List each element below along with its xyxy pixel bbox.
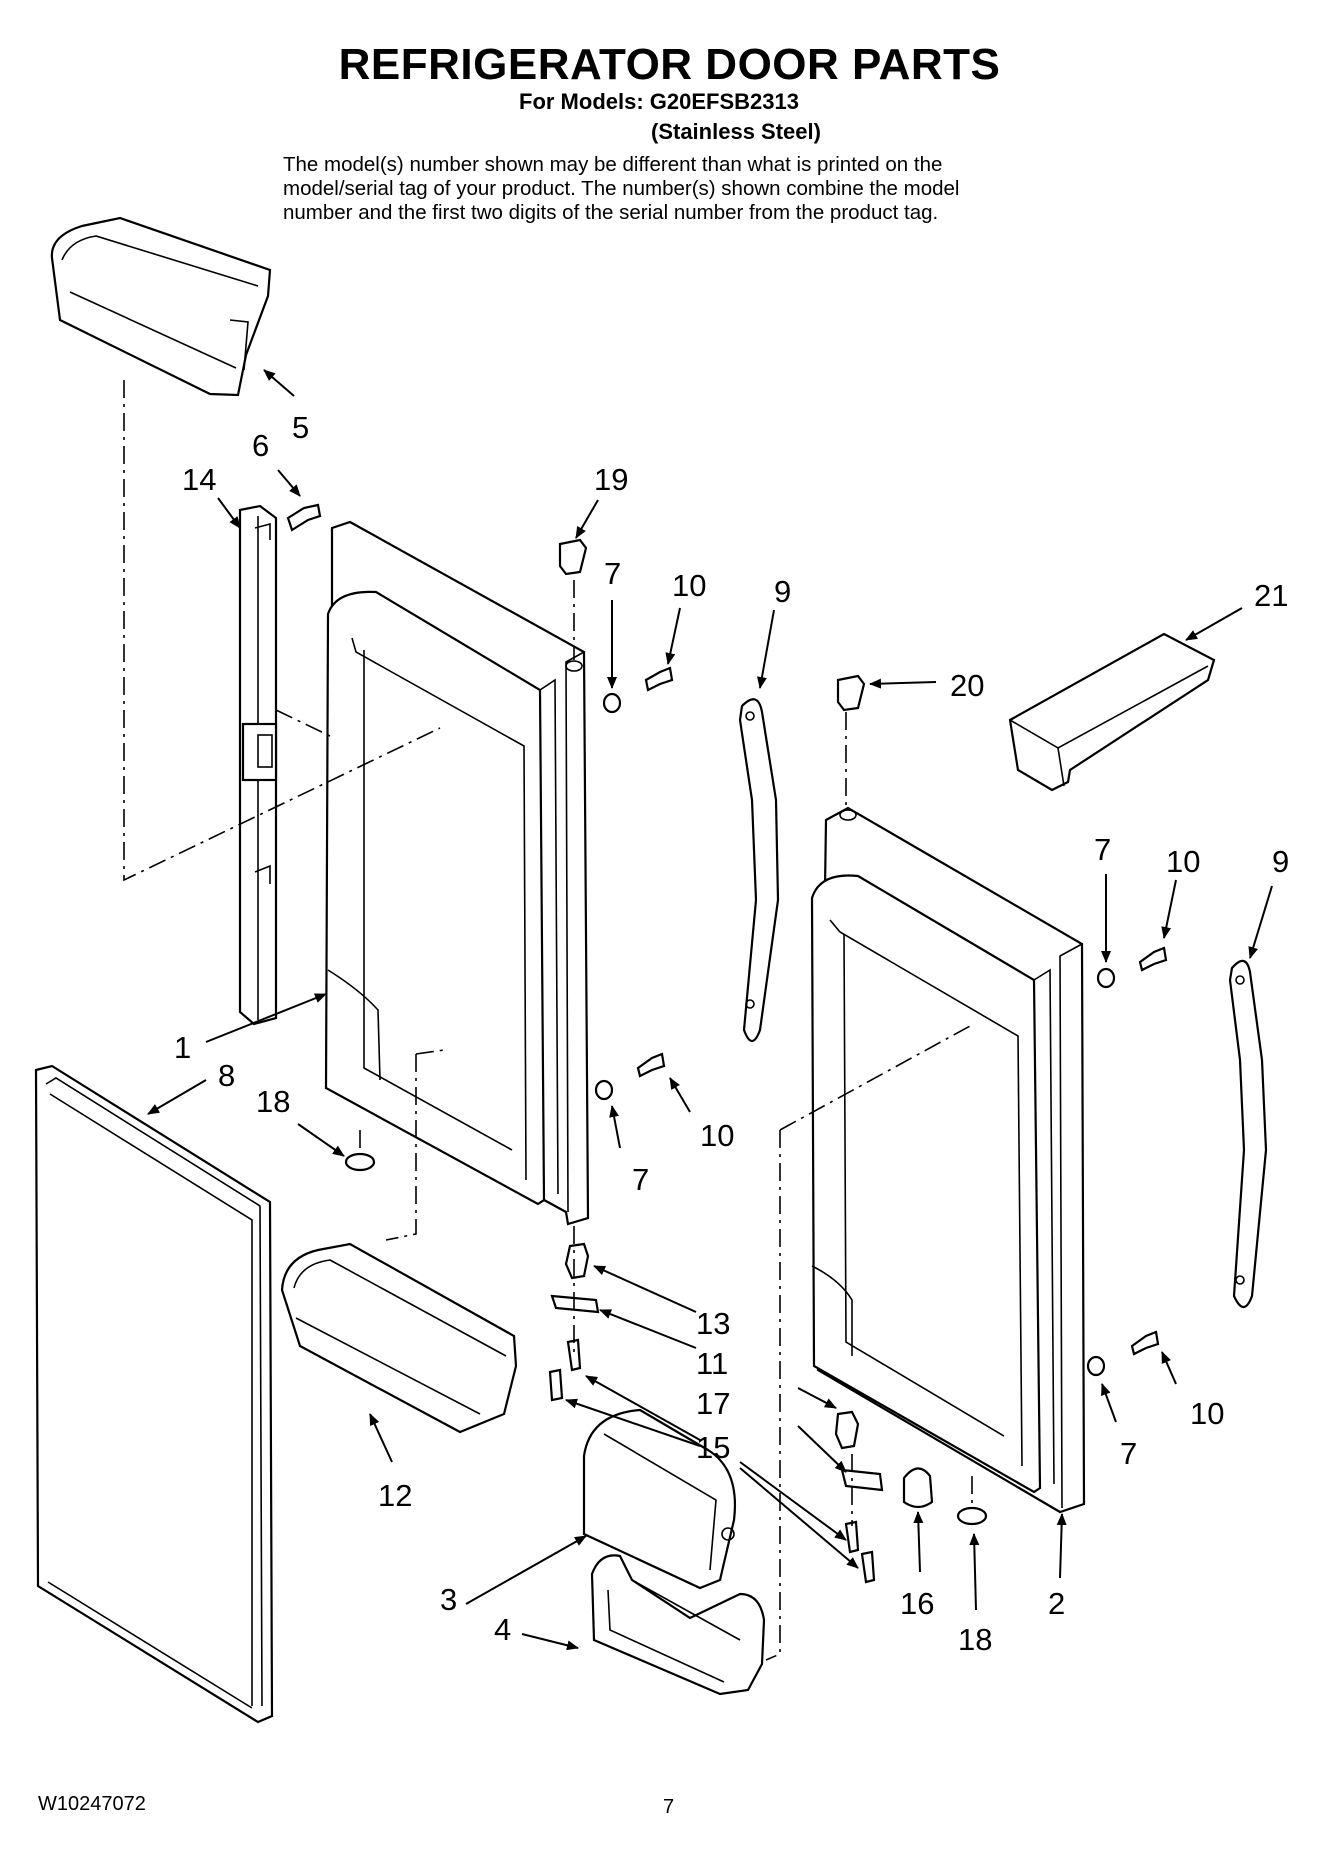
callout-labels: 5 6 14 19 7 10 9 20 21 7 10 9 1 8 18 10 … bbox=[174, 410, 1289, 1657]
callout-7: 7 bbox=[1094, 832, 1111, 867]
callout-4: 4 bbox=[494, 1612, 511, 1647]
door-bin-lower bbox=[280, 1242, 518, 1434]
door-gasket bbox=[34, 1064, 274, 1724]
description-line: number and the first two digits of the s… bbox=[283, 201, 939, 224]
document-number: W10247072 bbox=[38, 1793, 146, 1815]
callout-15: 15 bbox=[696, 1430, 730, 1465]
callout-14: 14 bbox=[182, 462, 216, 497]
callout-7: 7 bbox=[1120, 1436, 1137, 1471]
callout-3: 3 bbox=[440, 1582, 457, 1617]
callout-21: 21 bbox=[1254, 578, 1288, 613]
door-handle-right bbox=[1228, 959, 1268, 1309]
screw bbox=[286, 503, 322, 532]
callout-2: 2 bbox=[1048, 1586, 1065, 1621]
callout-18: 18 bbox=[256, 1084, 290, 1119]
callout-11: 11 bbox=[696, 1346, 728, 1381]
door-bin-upper bbox=[50, 216, 272, 397]
callout-9: 9 bbox=[774, 574, 791, 609]
callout-13: 13 bbox=[696, 1306, 730, 1341]
callout-19: 19 bbox=[594, 462, 628, 497]
callout-7: 7 bbox=[604, 556, 621, 591]
callout-6: 6 bbox=[252, 428, 269, 463]
door-handle-left bbox=[738, 698, 780, 1043]
callout-10: 10 bbox=[1166, 844, 1200, 879]
callout-20: 20 bbox=[950, 668, 984, 703]
callout-17: 17 bbox=[696, 1386, 730, 1421]
bin-part-4 bbox=[590, 1554, 766, 1696]
finish-label: (Stainless Steel) bbox=[651, 119, 821, 144]
model-number: For Models: G20EFSB2313 bbox=[519, 89, 799, 114]
callout-1: 1 bbox=[174, 1030, 191, 1065]
callout-10: 10 bbox=[1190, 1396, 1224, 1431]
callout-16: 16 bbox=[900, 1586, 934, 1621]
mullion-strip bbox=[238, 504, 278, 1026]
page-title: REFRIGERATOR DOOR PARTS bbox=[338, 40, 1001, 89]
description-line: The model(s) number shown may be differe… bbox=[283, 153, 943, 176]
right-door bbox=[810, 806, 1086, 1514]
callout-10: 10 bbox=[700, 1118, 734, 1153]
callout-8: 8 bbox=[218, 1058, 235, 1093]
callout-arrows bbox=[147, 369, 1273, 1651]
callout-9: 9 bbox=[1272, 844, 1289, 879]
callout-7: 7 bbox=[632, 1162, 649, 1197]
callout-12: 12 bbox=[378, 1478, 412, 1513]
callout-5: 5 bbox=[292, 410, 309, 445]
dairy-bin bbox=[1008, 632, 1216, 792]
description: The model(s) number shown may be differe… bbox=[283, 153, 1103, 225]
callout-10: 10 bbox=[672, 568, 706, 603]
left-door bbox=[324, 520, 590, 1226]
alignment-lines bbox=[123, 380, 973, 1661]
page-number: 7 bbox=[663, 1796, 675, 1818]
callout-18: 18 bbox=[958, 1622, 992, 1657]
cover-part-3 bbox=[582, 1408, 736, 1590]
description-line: model/serial tag of your product. The nu… bbox=[283, 177, 960, 200]
hardware-small-parts bbox=[344, 538, 1168, 1584]
